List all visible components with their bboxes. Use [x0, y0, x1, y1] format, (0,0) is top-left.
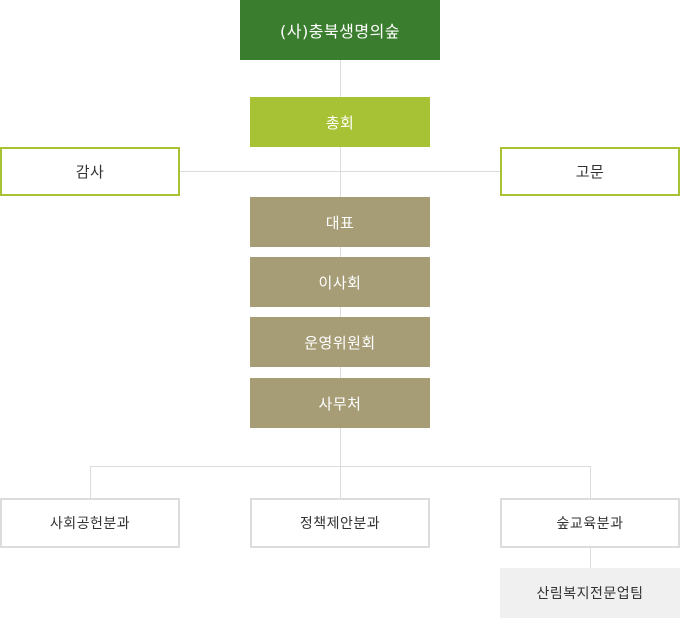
connector-dept-left — [90, 466, 91, 498]
org-root-node: (사)충북생명의숲 — [240, 0, 440, 60]
connector-dept-right — [590, 466, 591, 498]
secretariat-node: 사무처 — [250, 378, 430, 428]
steering-committee-node: 운영위원회 — [250, 317, 430, 367]
advisor-node: 고문 — [500, 147, 680, 196]
representative-node: 대표 — [250, 197, 430, 247]
department-node-policy-proposal: 정책제안분과 — [250, 498, 430, 548]
connector-side-horizontal — [180, 171, 500, 172]
department-node-forest-education: 숲교육분과 — [500, 498, 680, 548]
department-node-social-contribution: 사회공헌분과 — [0, 498, 180, 548]
auditor-node: 감사 — [0, 147, 180, 196]
connector-team — [590, 548, 591, 568]
general-assembly-node: 총회 — [250, 97, 430, 147]
connector-dept-center — [340, 466, 341, 498]
board-of-directors-node: 이사회 — [250, 257, 430, 307]
forest-welfare-team-node: 산림복지전문업팀 — [500, 568, 680, 618]
